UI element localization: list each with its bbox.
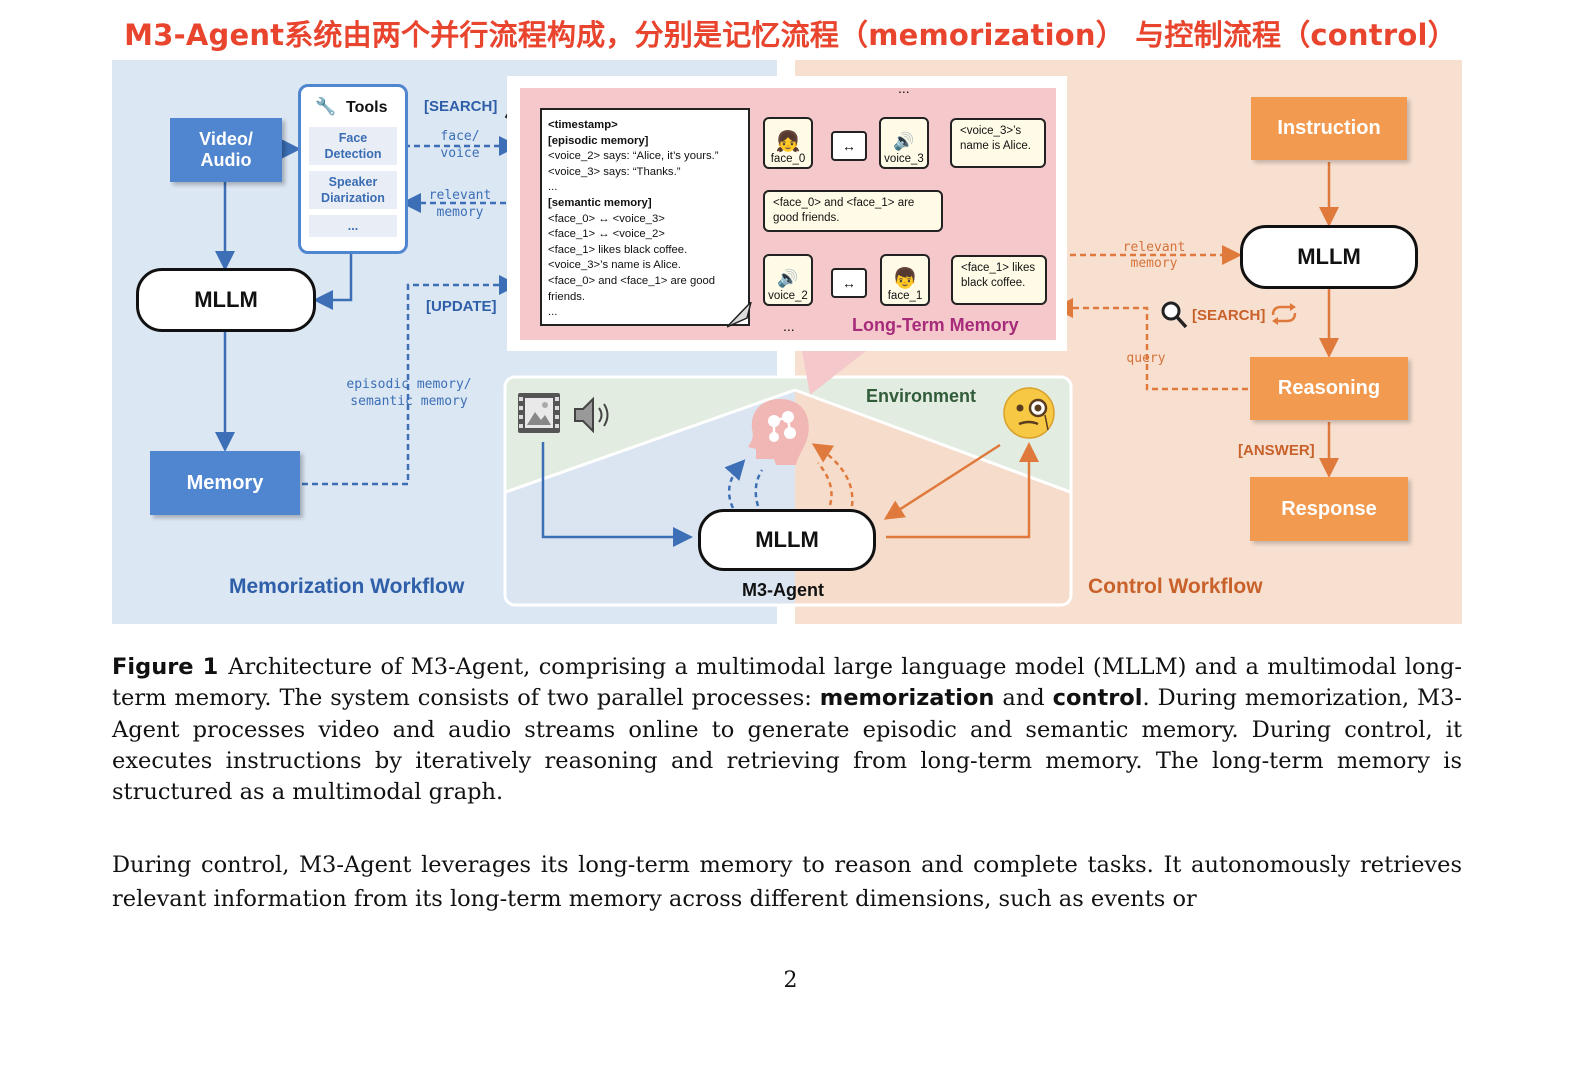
coffee-node: <face_1> likes black coffee. [951, 255, 1047, 305]
speaker-icon: 🔊 [777, 269, 799, 288]
response-box: Response [1250, 477, 1408, 541]
face-icon: 👧 [775, 131, 801, 153]
caption-text: Architecture of M3-Agent, comprising a m… [112, 654, 1462, 712]
reasoning-box: Reasoning [1250, 357, 1408, 420]
memory-box: Memory [150, 451, 300, 515]
tool-more: ... [309, 215, 397, 237]
connector-layer [215, 100, 1339, 547]
agent-mllm: MLLM [698, 509, 876, 571]
note-line: <voice_3>’s name is Alice. [548, 259, 681, 272]
memorization-workflow-label: Memorization Workflow [229, 575, 465, 598]
control-relevant-memory-label: relevant memory [1122, 240, 1186, 271]
control-mllm: MLLM [1240, 225, 1418, 289]
update-tag: [UPDATE] [426, 298, 497, 315]
brain-head-icon [748, 399, 809, 465]
video-audio-box: Video/ Audio [170, 118, 282, 182]
note-line: <voice_2> says: “Alice, it’s yours.” [548, 150, 719, 163]
page-number: 2 [783, 968, 798, 993]
note-line: <face_0> ↔ <voice_3> [548, 212, 665, 225]
magnifier-icon [1161, 301, 1188, 329]
link-arrow: ↔ [831, 131, 867, 161]
tools-box: 🔧 Tools Face Detection Speaker Diarizati… [298, 84, 408, 254]
face-1-node: 👦 face_1 [880, 254, 930, 306]
episodic-semantic-label: episodic memory/ semantic memory [346, 377, 472, 409]
wrench-icon: 🔧 [315, 97, 337, 116]
note-line: ... [548, 181, 558, 194]
search-tag: [SEARCH] [424, 98, 498, 115]
note-line: <face_1> ↔ <voice_2> [548, 228, 665, 241]
face-0-node: 👧 face_0 [763, 117, 813, 169]
body-paragraph: During control, M3-Agent leverages its l… [112, 852, 1462, 912]
caption-text: and [994, 685, 1053, 712]
tool-face-detection: Face Detection [309, 127, 397, 165]
caption-text: . During memorization, M3-Agent processe… [112, 685, 1463, 806]
caption-bold-memorization: memorization [819, 685, 995, 712]
link-arrow: ↔ [831, 268, 867, 298]
voice-3-label: voice_3 [884, 153, 924, 165]
relevant-memory-label: relevant memory [428, 188, 492, 220]
ltm-dots-bottom: ... [783, 318, 795, 334]
note-line: [episodic memory] [548, 134, 649, 147]
note-fold-icon [727, 302, 752, 328]
face-voice-label: face/ voice [440, 129, 480, 161]
tools-title: Tools [346, 99, 388, 116]
answer-tag: [ANSWER] [1238, 442, 1315, 459]
speaker-icon: 🔊 [893, 132, 915, 151]
banner-title: M3-Agent系统由两个并行流程构成，分别是记忆流程（memorization… [124, 18, 1457, 52]
note-line: <face_0> and <face_1> are good friends. [548, 274, 716, 303]
face-icon: 👦 [892, 268, 918, 290]
instruction-box: Instruction [1251, 97, 1407, 160]
voice3-name-node: <voice_3>’s name is Alice. [950, 118, 1046, 168]
speaker-icon [574, 396, 609, 434]
thinking-face-icon [1003, 387, 1055, 439]
film-icon [518, 393, 560, 433]
voice-2-label: voice_2 [768, 290, 808, 302]
tool-speaker-diarization: Speaker Diarization [309, 171, 397, 209]
query-label: query [1126, 351, 1166, 366]
note-line: <face_1> likes black coffee. [548, 243, 688, 256]
control-workflow-label: Control Workflow [1088, 575, 1263, 598]
long-term-memory-label: Long-Term Memory [852, 315, 1019, 335]
control-search-tag: [SEARCH] [1192, 307, 1266, 324]
voice-3-node: 🔊 voice_3 [879, 117, 929, 169]
memorization-mllm: MLLM [136, 268, 316, 332]
environment-label: Environment [866, 386, 977, 406]
voice-2-node: 🔊 voice_2 [763, 254, 813, 306]
figure-number: Figure 1 [112, 654, 219, 680]
note-line: <voice_3> says: “Thanks.” [548, 165, 681, 178]
caption-bold-control: control [1052, 685, 1143, 712]
friends-node: <face_0> and <face_1> are good friends. [763, 190, 943, 232]
loop-icon [1271, 303, 1297, 325]
note-line: ... [548, 306, 558, 319]
face-0-label: face_0 [770, 153, 806, 165]
memory-note: <timestamp> [episodic memory] <voice_2> … [540, 108, 750, 326]
ltm-dots-top: ... [898, 80, 910, 96]
agent-label: M3-Agent [742, 580, 824, 600]
note-line: [semantic memory] [548, 196, 652, 209]
face-1-label: face_1 [887, 290, 923, 302]
note-line: <timestamp> [548, 119, 618, 131]
